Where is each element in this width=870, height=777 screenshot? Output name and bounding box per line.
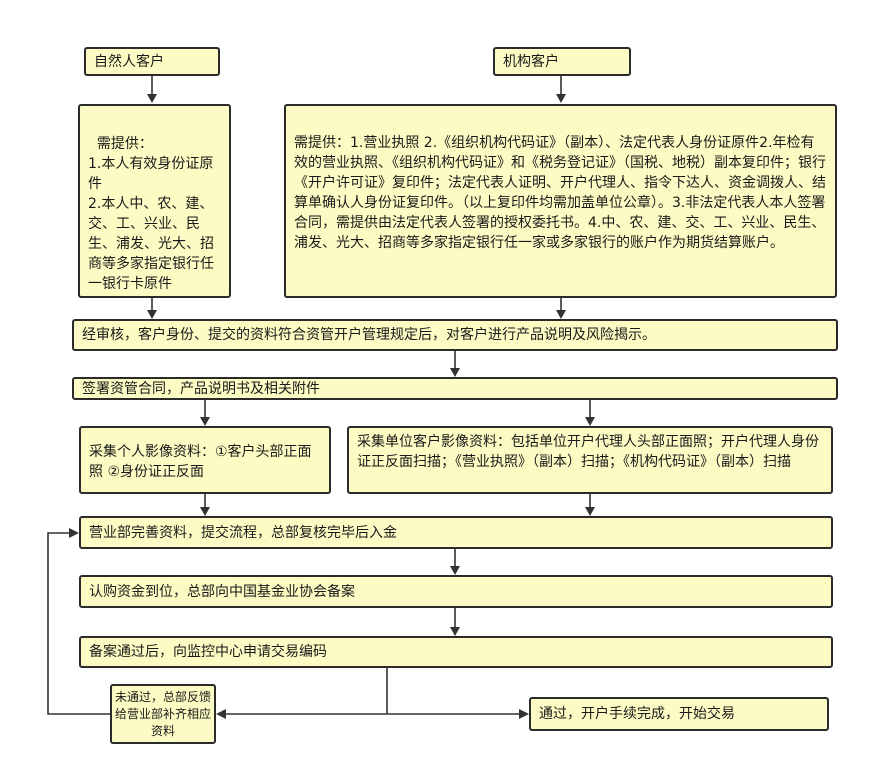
node-review: 经审核，客户身份、提交的资料符合资管开户管理规定后，对客户进行产品说明及风险揭示… (72, 319, 838, 351)
arrowhead (450, 627, 460, 636)
node-apply-code-label: 备案通过后，向监控中心申请交易编码 (89, 644, 327, 660)
node-natural-client-label: 自然人客户 (94, 53, 164, 70)
node-institution-client: 机构客户 (493, 47, 631, 76)
arrowhead (450, 566, 460, 575)
node-review-label: 经审核，客户身份、提交的资料符合资管开户管理规定后，对客户进行产品说明及风险揭示… (82, 327, 656, 343)
arrowhead (147, 310, 157, 319)
node-passed-label: 通过，开户手续完成，开始交易 (539, 706, 735, 722)
node-deposit: 营业部完善资料，提交流程，总部复核完毕后入金 (79, 516, 833, 549)
arrowhead (585, 417, 595, 426)
node-not-passed-label: 未通过，总部反馈给营业部补齐相应资料 (114, 689, 211, 738)
arrowhead (585, 507, 595, 516)
arrowhead (556, 94, 566, 103)
node-not-passed: 未通过，总部反馈给营业部补齐相应资料 (110, 684, 216, 744)
node-institution-requirements: 需提供：1.营业执照 2.《组织机构代码证》（副本）、法定代表人身份证原件2.年… (284, 104, 837, 298)
node-deposit-label: 营业部完善资料，提交流程，总部复核完毕后入金 (89, 524, 397, 541)
node-apply-code: 备案通过后，向监控中心申请交易编码 (79, 636, 833, 668)
node-passed: 通过，开户手续完成，开始交易 (529, 697, 829, 731)
node-institution-requirements-text: 需提供：1.营业执照 2.《组织机构代码证》（副本）、法定代表人身份证原件2.年… (294, 135, 826, 251)
arrowhead (450, 368, 460, 377)
arrowhead (69, 528, 79, 538)
node-institution-client-label: 机构客户 (503, 53, 559, 70)
arrowhead (216, 709, 226, 719)
node-natural-requirements-text: 需提供： 1.本人有效身份证原件 2.本人中、农、建、交、工、兴业、民生、浦发、… (88, 136, 214, 292)
arrowhead (519, 709, 529, 719)
arrowhead (200, 417, 210, 426)
node-natural-client: 自然人客户 (84, 47, 220, 76)
node-sign-contract-label: 签署资管合同，产品说明书及相关附件 (82, 380, 320, 397)
node-collect-institution: 采集单位客户影像资料：包括单位开户代理人头部正面照；开户代理人身份证正反面扫描；… (347, 426, 833, 494)
arrow-loop-back (47, 532, 110, 715)
node-collect-personal: 采集个人影像资料：①客户头部正面照 ②身份证正反面 (79, 426, 331, 494)
arrowhead (556, 310, 566, 319)
node-collect-institution-text: 采集单位客户影像资料：包括单位开户代理人头部正面照；开户代理人身份证正反面扫描；… (357, 434, 819, 470)
arrowhead (147, 94, 157, 103)
arrowhead (200, 507, 210, 516)
node-collect-personal-text: 采集个人影像资料：①客户头部正面照 ②身份证正反面 (89, 444, 312, 480)
node-natural-requirements: 需提供： 1.本人有效身份证原件 2.本人中、农、建、交、工、兴业、民生、浦发、… (78, 104, 231, 298)
node-fund-arrival: 认购资金到位，总部向中国基金业协会备案 (79, 575, 833, 608)
node-fund-arrival-label: 认购资金到位，总部向中国基金业协会备案 (89, 583, 355, 600)
node-sign-contract: 签署资管合同，产品说明书及相关附件 (72, 377, 838, 400)
